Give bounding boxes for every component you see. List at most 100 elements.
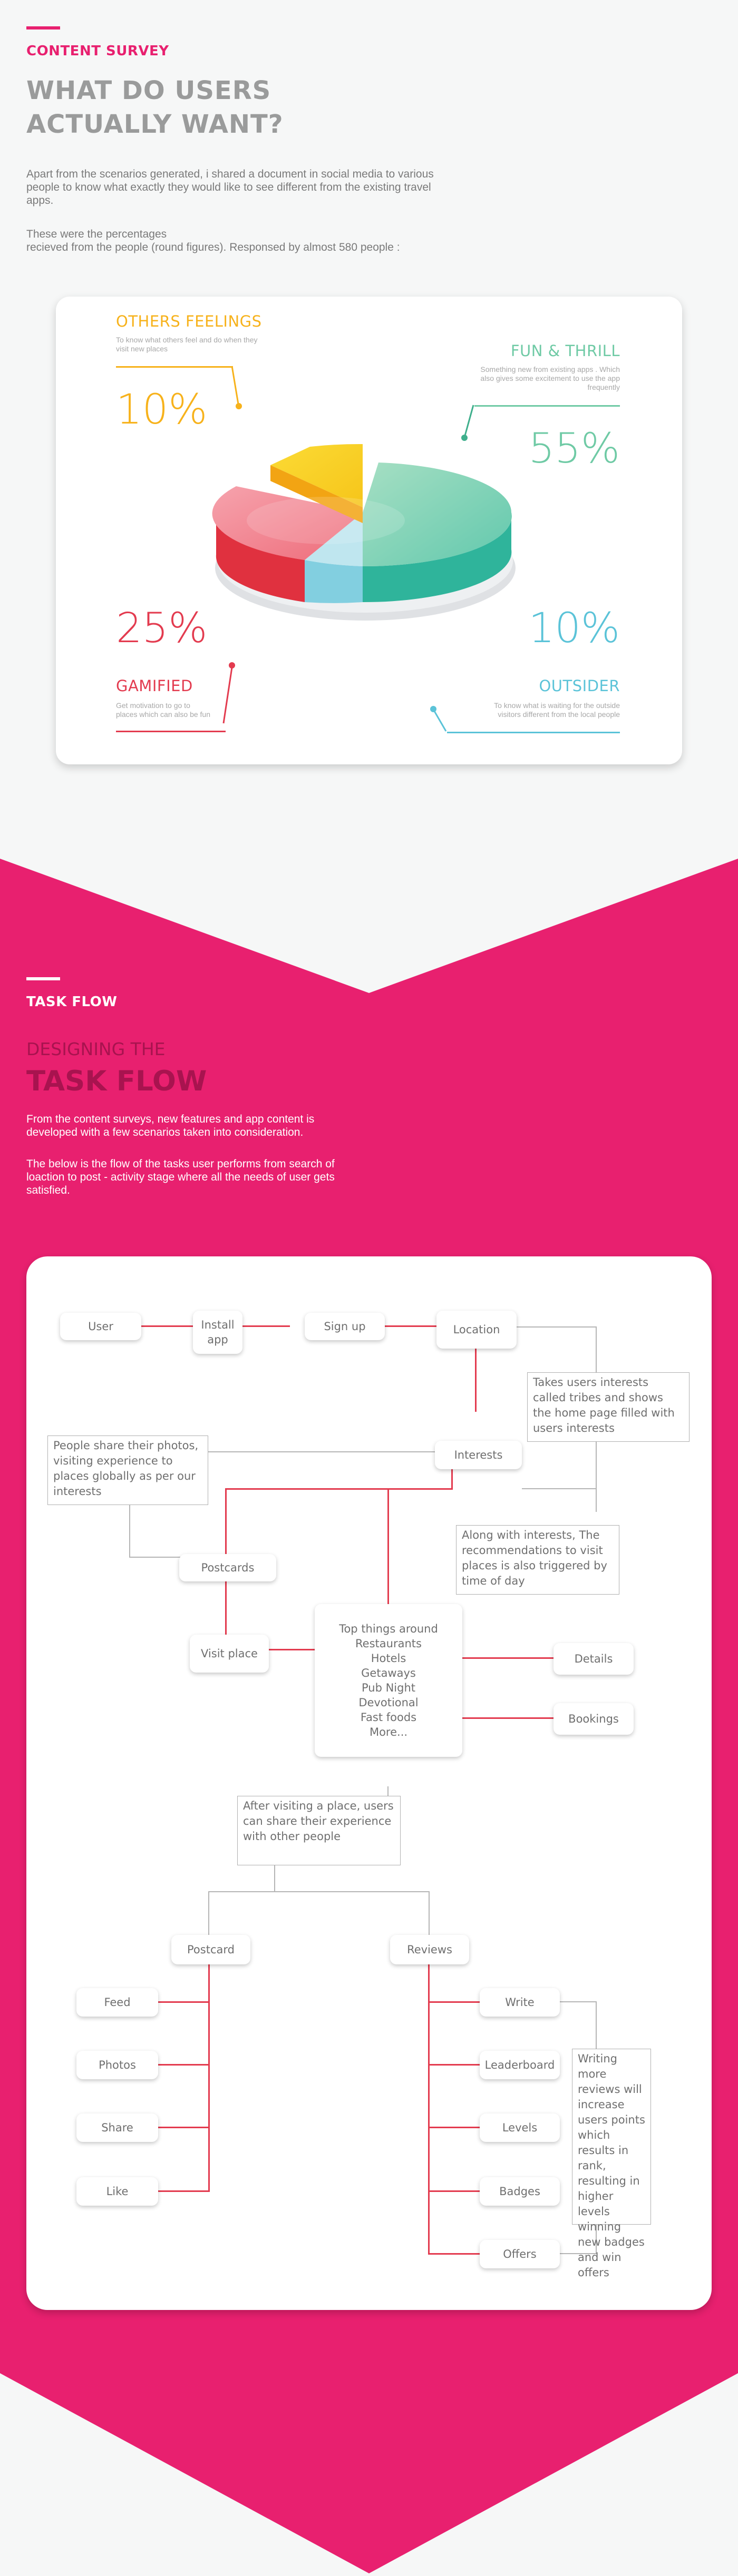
- flow-gline-split-left: [208, 1891, 209, 1938]
- flow-node-visit-place: Visit place: [190, 1635, 269, 1673]
- flow-line-branch-postcards: [225, 1488, 227, 1562]
- survey-title: WHAT DO USERS ACTUALLY WANT?: [26, 74, 284, 141]
- flow-gline-location-note: [517, 1326, 596, 1328]
- survey-kicker: CONTENT SURVEY: [26, 43, 169, 59]
- flow-line-location-interests: [475, 1348, 477, 1412]
- flow-gline-offers-note: [527, 2253, 596, 2254]
- pie-inner-glow: [247, 497, 405, 544]
- flow-node-share: Share: [76, 2113, 158, 2142]
- flow-gline-after-down: [274, 1865, 275, 1891]
- flow-line-interests-down: [451, 1462, 453, 1490]
- flow-node-location: Location: [436, 1311, 517, 1349]
- flow-node-bookings: Bookings: [554, 1703, 634, 1735]
- flow-node-postcards: Postcards: [179, 1554, 276, 1581]
- flow-line-user-install: [141, 1325, 194, 1327]
- stat-outsider-percent: 10%: [528, 605, 620, 652]
- stat-gamified-connector: [222, 662, 235, 724]
- stat-outsider-connector: [430, 706, 447, 732]
- taskflow-kicker-bar: [26, 977, 60, 980]
- flow-note-after-visit: After visiting a place, users can share …: [237, 1796, 401, 1865]
- pie-side-red: [216, 513, 305, 602]
- flow-line-share: [158, 2127, 210, 2128]
- flow-line-top-details: [462, 1657, 579, 1659]
- pie-side-teal: [363, 513, 512, 603]
- flow-node-top-things: Top things around Restaurants Hotels Get…: [315, 1604, 462, 1757]
- flow-node-levels: Levels: [480, 2113, 560, 2142]
- stat-gamified-desc: Get motivation to go to places which can…: [116, 701, 210, 719]
- flow-line-postcard-stem: [208, 1964, 210, 2191]
- top-things-item: Top things around: [339, 1623, 438, 1635]
- flow-line-leaderboard: [428, 2064, 481, 2066]
- flow-node-reviews: Reviews: [390, 1935, 469, 1964]
- flow-gline-share-postcards-v: [129, 1472, 130, 1557]
- top-things-item: More...: [369, 1726, 408, 1738]
- top-things-item: Fast foods: [360, 1711, 417, 1724]
- flow-gline-write-note: [527, 2001, 596, 2002]
- taskflow-kicker: TASK FLOW: [26, 994, 118, 1010]
- stat-gamified-line: [116, 731, 226, 732]
- flow-line-postcards-visit: [225, 1557, 227, 1636]
- flow-line-interests-branch: [225, 1488, 453, 1490]
- stat-fun-line: [474, 405, 620, 407]
- flow-node-user: User: [60, 1313, 141, 1340]
- flow-node-like: Like: [76, 2177, 158, 2206]
- pie-slice-outsider: [305, 513, 363, 566]
- taskflow-title: TASK FLOW: [26, 1065, 207, 1097]
- top-things-item: Hotels: [371, 1652, 406, 1665]
- flow-gline-offers-note-v: [596, 2225, 597, 2254]
- flow-line-offers: [428, 2253, 481, 2255]
- flow-gline-split-right: [429, 1891, 430, 1938]
- stat-others-connector: [231, 366, 242, 409]
- survey-paragraph-2-line2: recieved from the people (round figures)…: [26, 241, 400, 253]
- flow-line-reviews-stem: [428, 1964, 430, 2254]
- stat-gamified-percent: 25%: [116, 605, 208, 652]
- flow-node-install-app: Install app: [193, 1311, 242, 1354]
- survey-title-line2: ACTUALLY WANT?: [26, 110, 284, 139]
- pie-slice-others: [270, 444, 363, 507]
- flow-line-levels: [428, 2127, 481, 2128]
- flow-node-postcard: Postcard: [171, 1935, 250, 1964]
- pie-side-yellow: [270, 465, 363, 523]
- flow-node-offers: Offers: [480, 2240, 560, 2268]
- flow-node-write: Write: [480, 1988, 560, 2017]
- stat-others-label: OTHERS FEELINGS: [116, 312, 262, 330]
- flow-node-feed: Feed: [76, 1988, 158, 2017]
- flow-line-photos: [158, 2064, 210, 2066]
- survey-title-line1: WHAT DO USERS: [26, 76, 271, 105]
- top-things-item: Restaurants: [355, 1637, 422, 1650]
- stat-outsider-line: [447, 732, 620, 733]
- stat-outsider-desc: To know what is waiting for the outside …: [494, 701, 620, 719]
- flow-note-share: People share their photos, visiting expe…: [47, 1436, 208, 1505]
- top-things-item: Getaways: [361, 1667, 416, 1679]
- survey-paragraph-1: Apart from the scenarios generated, i sh…: [26, 168, 434, 207]
- flow-gline-note-v: [596, 2001, 597, 2049]
- survey-card: OTHERS FEELINGS To know what others feel…: [56, 297, 682, 764]
- flow-gline-split: [208, 1891, 430, 1892]
- flow-node-details: Details: [554, 1643, 634, 1675]
- flow-note-recommend: Along with interests, The recommendation…: [456, 1525, 619, 1595]
- taskflow-paragraph-1: From the content surveys, new features a…: [26, 1113, 315, 1138]
- stat-others-desc: To know what others feel and do when the…: [116, 336, 258, 353]
- stat-gamified-label: GAMIFIED: [116, 677, 193, 695]
- survey-paragraph-2-line1: These were the percentages: [26, 228, 167, 240]
- stat-others-line: [116, 366, 233, 368]
- flow-gline-share-interests: [208, 1451, 435, 1452]
- flow-card: User Install app Sign up Location Takes …: [26, 1256, 712, 2310]
- flow-line-badges: [428, 2190, 481, 2192]
- top-things-item: Pub Night: [361, 1682, 416, 1694]
- flow-line-postcards-top: [225, 1649, 331, 1650]
- stat-fun-label: FUN & THRILL: [510, 342, 620, 360]
- stat-outsider-label: OUTSIDER: [539, 677, 620, 695]
- flow-node-sign-up: Sign up: [305, 1313, 385, 1340]
- stat-fun-connector: [461, 405, 474, 441]
- pie-side-outsider: [305, 560, 363, 603]
- flow-line-branch-top: [387, 1488, 389, 1635]
- flow-note-tribes: Takes users interests called tribes and …: [527, 1372, 690, 1442]
- stat-fun-percent: 55%: [528, 425, 620, 473]
- pie-slice-gamified: [212, 486, 363, 560]
- taskflow-subtitle: DESIGNING THE: [26, 1039, 166, 1059]
- flow-node-interests: Interests: [435, 1441, 522, 1469]
- flow-line-write: [428, 2001, 481, 2003]
- flow-node-leaderboard: Leaderboard: [480, 2051, 560, 2079]
- flow-line-signup-location: [385, 1325, 447, 1327]
